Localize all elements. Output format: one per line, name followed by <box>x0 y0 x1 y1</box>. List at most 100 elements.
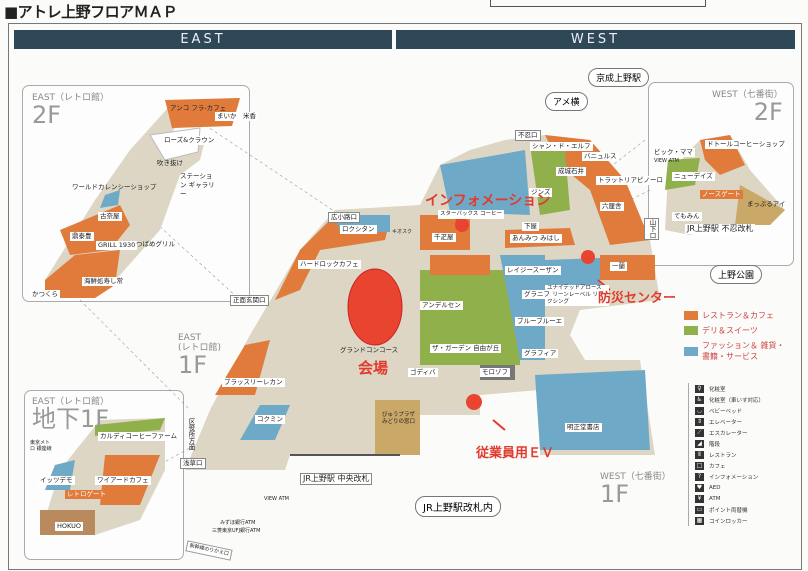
legend-icon-row: ♀ 化粧室 <box>695 383 764 394</box>
legend-icon-row: □カフェ <box>695 460 764 471</box>
west-2f-zone: WEST（七番街）2F <box>712 90 783 124</box>
shop-fashion-north <box>440 150 530 215</box>
shop-label: ワールドカレンシーショップ <box>72 183 157 191</box>
floor-number: 2F <box>753 98 783 126</box>
shop-label: ブラッスリーレカン <box>222 378 285 387</box>
legend-icon-label: ATM <box>709 495 721 502</box>
point-exchange-icon: ▭ <box>695 505 704 514</box>
legend-icon-label: ポイント両替機 <box>709 507 748 514</box>
shop-label: HOKUO <box>55 522 83 531</box>
shop-label: つばめグリル <box>136 240 175 248</box>
legend-icon-label: 化粧室（車いす対応） <box>709 397 765 404</box>
atm-icon: ¥ <box>695 494 704 503</box>
shop-label: シャン・ド・エルフ <box>530 142 593 151</box>
shop-label: ローズ&クラウン <box>162 136 217 145</box>
east-b1f-shop-block <box>45 460 75 490</box>
disaster-center-label: 防災センター <box>598 291 677 306</box>
info-label: インフォメーション <box>425 193 551 209</box>
zone-name: EAST <box>178 333 202 343</box>
gate-label: JR上野駅 不忍改札 <box>685 224 756 234</box>
shop-label: ザ・ガーデン 自由が丘 <box>430 344 502 353</box>
shop-label: グラニフ <box>522 290 552 299</box>
exit-main: 正面玄関口 <box>230 295 269 306</box>
arrow-staff-ev <box>492 419 506 431</box>
swatch <box>684 326 698 335</box>
legend-fashion: ファッション＆ 雑貨・書籍・サービス <box>684 340 796 362</box>
coin-locker-icon: ▦ <box>695 516 704 525</box>
legend-icon-row: Ⅱ レストラン <box>695 449 764 460</box>
shop-label: アンデルセン <box>420 301 463 310</box>
zone-name: EAST（レトロ館） <box>32 93 110 103</box>
stairs-icon: ◢ <box>695 439 704 448</box>
legend-icon-label: エレベーター <box>709 419 743 426</box>
zone-name: WEST（七番街） <box>712 90 783 100</box>
shop-label: 六厘舎 <box>600 202 624 211</box>
legend-icon-label: 階段 <box>709 441 721 448</box>
legend-icon-label: 化粧室 <box>709 386 726 393</box>
legend-icon-row: ♿化粧室（車いす対応） <box>695 394 764 405</box>
shop-hardrock <box>275 215 390 300</box>
shop-restaurant-row <box>545 135 650 245</box>
shop-label: ゴディバ <box>408 368 438 377</box>
restaurant-icon: Ⅱ <box>695 450 704 459</box>
venue-label: 会場 <box>358 359 389 377</box>
legend-icon-row: ♥AED <box>695 482 764 493</box>
west-2f-shop-block <box>735 185 785 225</box>
legend-icon-label: カフェ <box>709 463 726 470</box>
east-b1f-shop-block <box>95 418 165 436</box>
shop-label: てもみん <box>672 212 702 221</box>
shop-label: ジンズ <box>529 188 553 197</box>
shop-label: ハードロックカフェ <box>298 260 361 269</box>
shop-garden <box>420 270 520 365</box>
restroom-icon: ♀ <box>695 384 704 393</box>
swatch <box>684 311 698 320</box>
floor-number: 地下1F <box>32 405 110 433</box>
place-ueno-park: 上野公園 <box>710 265 763 284</box>
floor-number: 2F <box>32 101 62 129</box>
east-2f-zone: EAST（レトロ館）2F <box>32 93 109 127</box>
west-header: WEST <box>396 30 795 49</box>
shop-label: バニュルス <box>582 152 619 161</box>
shop-label: VIEW ATM <box>654 158 679 164</box>
shop-label: コクミン <box>255 415 285 424</box>
floor-number: 1F <box>178 351 208 379</box>
shop-label: 成城石井 <box>556 167 586 176</box>
atm-label: みずほ銀行ATM <box>220 520 256 526</box>
east-header: EAST <box>14 30 392 49</box>
legend-icon-label: レストラン <box>709 452 737 459</box>
east-1f-zone: EAST(レトロ館)1F <box>178 333 221 377</box>
legend-icon-label: インフォメーション <box>709 474 759 481</box>
shop-label: レトロゲート <box>65 490 108 499</box>
legend-label: デリ＆スイーツ <box>702 326 758 335</box>
exit-hirokoji: 広小路口 <box>328 212 360 223</box>
legend-deli: デリ＆スイーツ <box>684 325 796 336</box>
icon-legend: ♀化粧室♿化粧室（車いす対応）◡ベビーベッド⇕エレベーター⟋エスカレーター◢階段… <box>688 383 764 526</box>
shop-label: ブルーブルーエ <box>515 317 565 326</box>
shop-ichiran <box>600 255 655 280</box>
exit-ward-office: 区役所方面 <box>187 418 195 451</box>
place-jr-ticket-gate: JR上野駅改札内 <box>415 496 501 517</box>
legend-icon-row: ⇕エレベーター <box>695 416 764 427</box>
shop-label: ワイアードカフェ <box>95 476 151 485</box>
escalator-icon: ⟋ <box>695 428 704 437</box>
shop-label: ユナイテッドアローズ グリーンレーベル リラクシング <box>545 285 609 306</box>
zone-name: EAST（レトロ館） <box>32 397 110 407</box>
shop-label: 吹き抜け <box>157 159 183 167</box>
shop-label: グラフィア <box>522 349 559 358</box>
shop-label: 東京メトロ 銀座線 <box>30 440 52 452</box>
concourse-label: グランドコンコース <box>340 346 399 354</box>
shop-label: かつくら <box>30 290 60 299</box>
legend-label: レストラン＆カフェ <box>702 311 774 320</box>
legend-icon-row: ¥ ATM <box>695 493 764 504</box>
atm-label: 三菱東京UFJ銀行ATM <box>212 528 261 534</box>
shop-label: 明正堂書店 <box>565 423 602 432</box>
shop-label: ノースゲート <box>700 190 743 199</box>
shop-label: ロクシタン <box>340 225 377 234</box>
east-b1f-zone: EAST（レトロ館）地下1F <box>32 397 109 431</box>
legend-icon-label: AED <box>709 484 721 491</box>
legend-icon-label: ベビーベッド <box>709 408 743 415</box>
place-keisei-ueno: 京成上野駅 <box>588 68 650 87</box>
shop-label: モロゾフ <box>480 368 510 377</box>
legend-icon-label: コインロッカー <box>709 518 748 525</box>
gate-label: JR上野駅 中央改札 <box>300 473 373 485</box>
